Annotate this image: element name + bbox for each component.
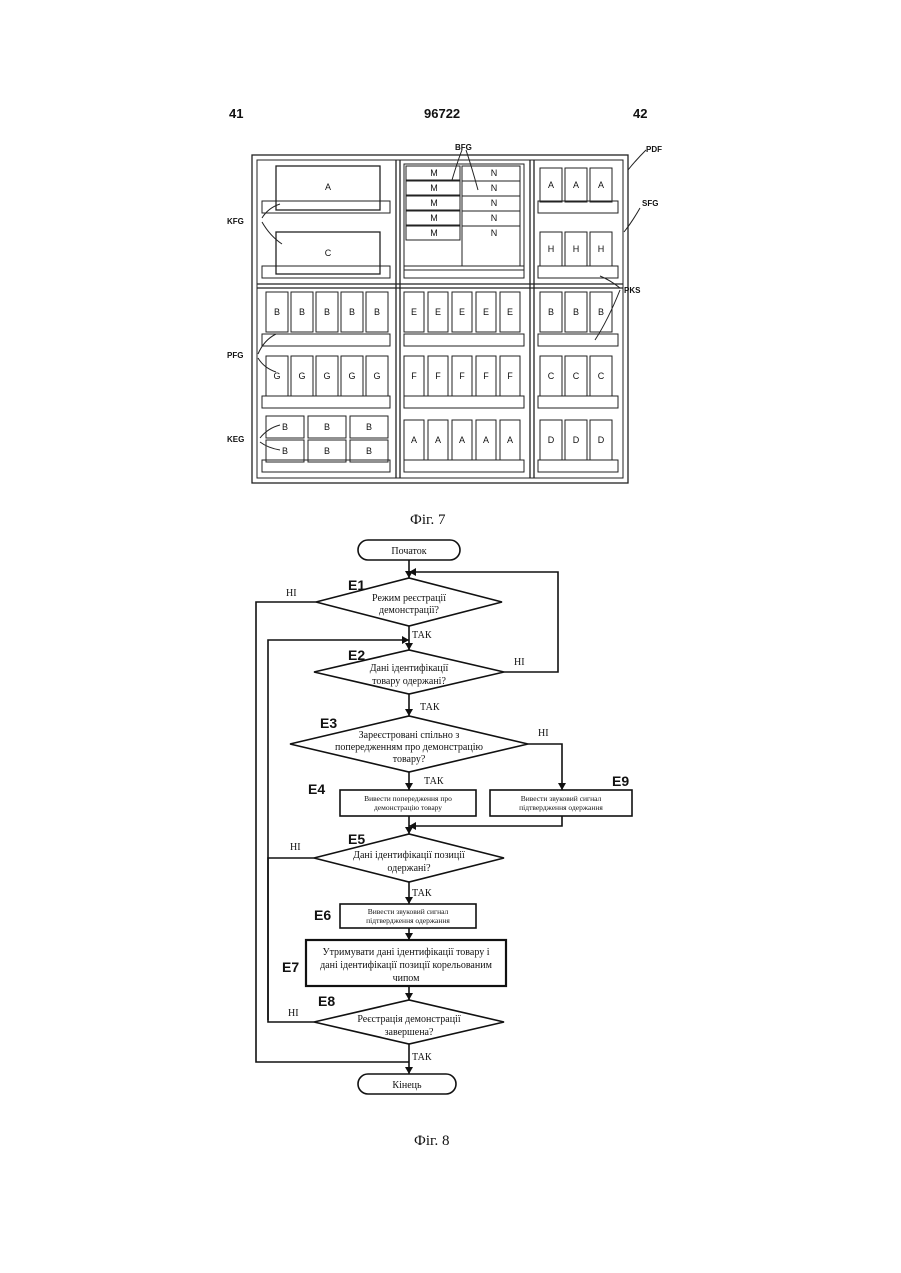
e1-line-1: Режим реєстрації [372,593,446,604]
yes-label-e1: ТАК [412,630,432,641]
yes-label-e2: ТАК [420,702,440,713]
step-id-e7: E7 [282,959,299,975]
e9-line-1: Вивести звуковий сигнал [521,794,602,803]
yes-label-e3: ТАК [424,776,444,787]
e4-line-2: демонстрацію товару [374,803,442,812]
end-label: Кінець [392,1080,422,1091]
start-label: Початок [391,546,426,557]
yes-label-e8: ТАК [412,1052,432,1063]
figure-8-caption: Фіг. 8 [414,1133,449,1150]
e3-line-3: товару? [393,754,426,765]
e1-line-2: демонстрації? [379,605,439,616]
step-id-e6: E6 [314,907,331,923]
step-id-e5: E5 [348,831,365,847]
e8-line-1: Реєстрація демонстрації [357,1014,460,1025]
yes-label-e5: ТАК [412,888,432,899]
e5-line-2: одержані? [387,863,431,874]
step-id-e1: E1 [348,577,365,593]
e3-line-1: Зареєстровані спільно з [359,730,460,741]
e3-line-2: попередженням про демонстрацію [335,742,483,753]
e2-line-1: Дані ідентифікації [370,663,449,674]
e7-line-1: Утримувати дані ідентифікації товару і [322,947,489,958]
e5-line-1: Дані ідентифікації позиції [353,850,465,861]
e7-line-2: дані ідентифікації позиції корельованим [320,960,492,971]
step-id-e4: E4 [308,781,325,797]
e6-line-2: підтвердження одержання [366,916,450,925]
e8-line-2: завершена? [385,1027,434,1038]
step-id-e8: E8 [318,993,335,1009]
e4-line-1: Вивести попередження про [364,794,452,803]
step-id-e9: E9 [612,773,629,789]
step-id-e2: E2 [348,647,365,663]
e2-line-2: товару одержані? [372,676,446,687]
e9-line-2: підтвердження одержання [519,803,603,812]
e6-line-1: Вивести звуковий сигнал [368,907,449,916]
no-label-e3: НІ [538,728,549,739]
e7-line-3: чипом [393,973,421,984]
no-label-e2: НІ [514,657,525,668]
no-label-e5: НІ [290,842,301,853]
no-label-e8: НІ [288,1008,299,1019]
no-label-e1: НІ [286,588,297,599]
step-id-e3: E3 [320,715,337,731]
